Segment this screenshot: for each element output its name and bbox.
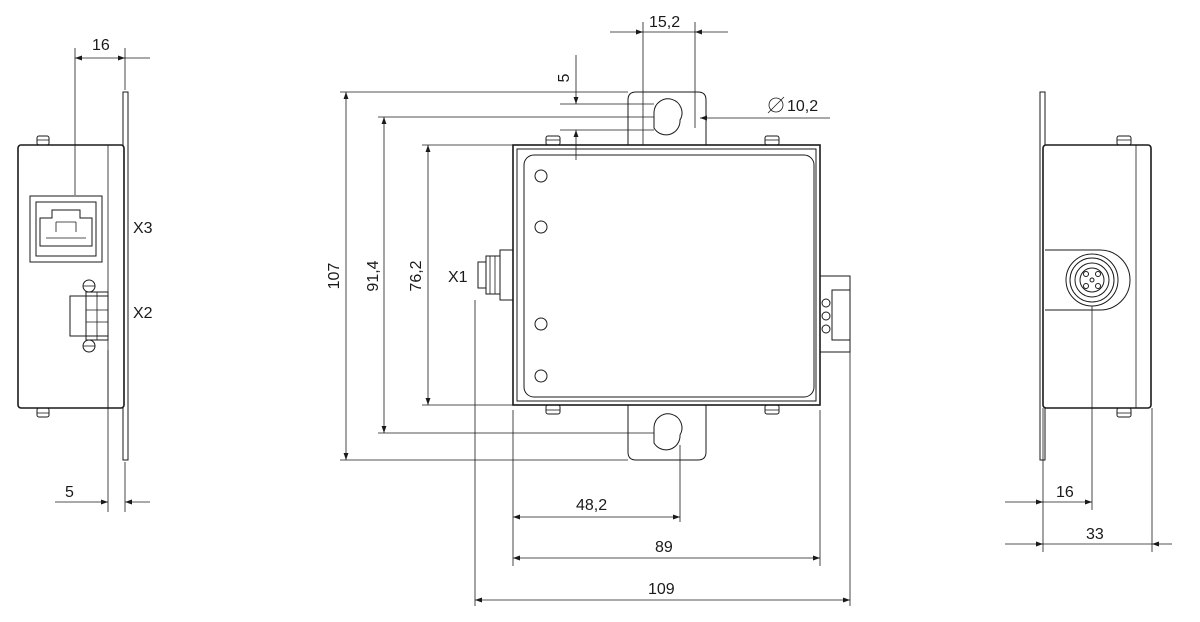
screw-icon — [764, 135, 780, 146]
dimension-hole-diameter: 10,2 — [787, 98, 818, 115]
front-view: X1 15,2 5 10,2 107 91,4 — [326, 14, 851, 606]
left-side-view: X3 X2 16 5 — [17, 37, 153, 512]
dimension-height-body: 76,2 — [408, 260, 425, 291]
dimension-hole-position: 48,2 — [576, 497, 607, 514]
screw-icon — [545, 135, 561, 146]
dimension-slot-width: 15,2 — [649, 14, 680, 31]
m12-connector-icon — [1045, 249, 1131, 311]
dimension-left-top: 16 — [92, 37, 110, 54]
dimension-right-connector: 16 — [1056, 484, 1074, 501]
dimension-height-overall: 107 — [326, 263, 343, 290]
dimension-height-holes: 91,4 — [365, 260, 382, 291]
diameter-symbol-icon — [767, 96, 785, 114]
screw-icon — [1116, 407, 1132, 418]
screw-icon — [36, 135, 50, 146]
terminal-block-right-icon — [819, 275, 851, 353]
led-icon — [534, 169, 548, 183]
led-icon — [534, 369, 548, 383]
dimension-top-offset: 5 — [556, 73, 573, 82]
dimension-right-depth: 33 — [1086, 526, 1104, 543]
m12-connector-x1-icon — [477, 249, 515, 301]
screw-icon — [36, 407, 50, 418]
housing-side — [17, 144, 125, 409]
mounting-tab-top — [627, 91, 707, 145]
connector-label-x1: X1 — [448, 269, 468, 286]
connector-label-x3: X3 — [133, 220, 153, 237]
terminal-block-icon — [69, 279, 109, 353]
dimension-width-body: 89 — [655, 539, 673, 556]
connector-label-x2: X2 — [133, 305, 153, 322]
housing-front — [512, 144, 821, 406]
rj45-port-icon — [29, 195, 103, 263]
screw-icon — [764, 404, 780, 415]
mounting-tab-bottom — [627, 405, 707, 461]
dimension-left-bottom: 5 — [65, 484, 74, 501]
dimension-width-overall: 109 — [648, 581, 675, 598]
led-icon — [534, 317, 548, 331]
screw-icon — [1116, 135, 1132, 146]
led-icon — [534, 220, 548, 234]
screw-icon — [545, 404, 561, 415]
right-side-view: 16 33 — [1005, 91, 1172, 552]
